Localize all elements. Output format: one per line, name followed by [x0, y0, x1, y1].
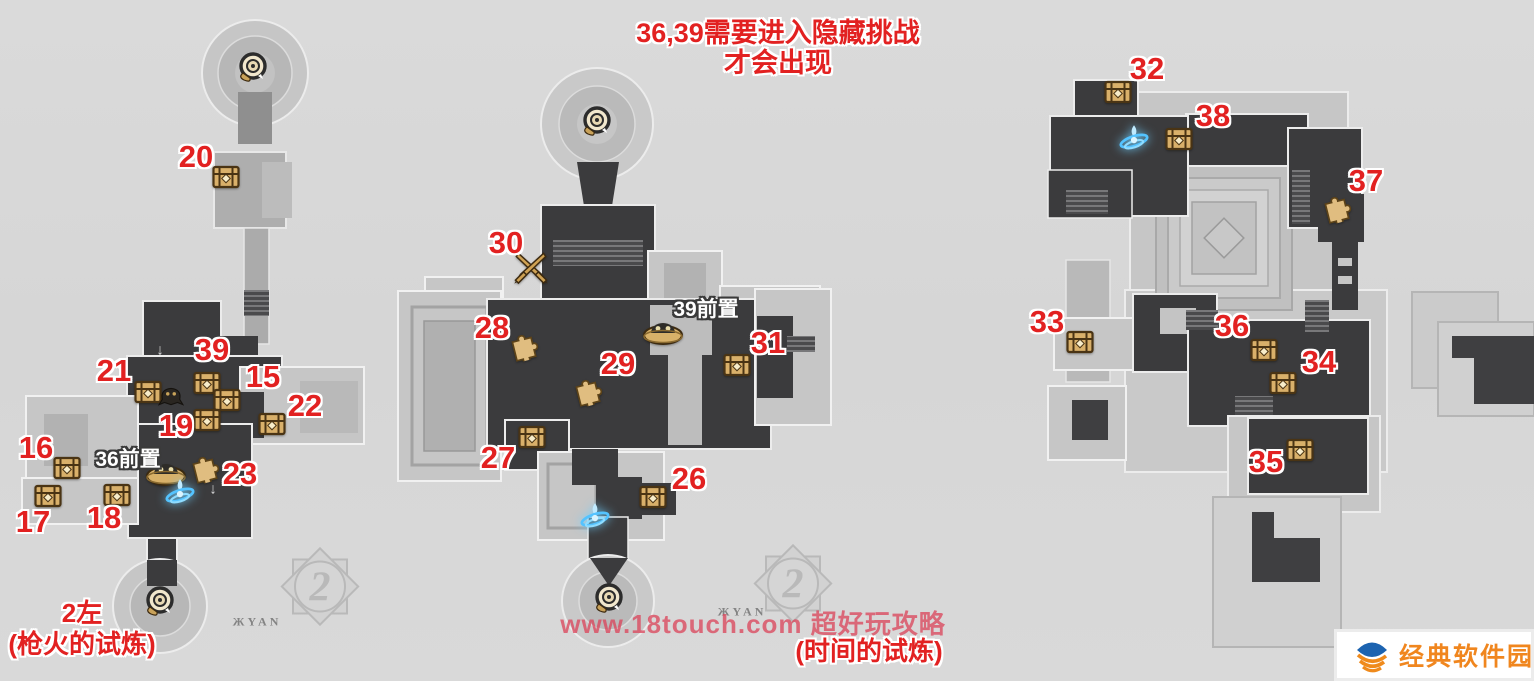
- map-label: 20: [178, 139, 214, 174]
- chest-icon: [1250, 338, 1278, 362]
- trial-left-line1: 2左: [61, 598, 103, 628]
- chest-icon: [639, 485, 667, 509]
- map-label: 15: [245, 359, 281, 394]
- map-label: 32: [1129, 51, 1165, 86]
- chest-icon: [212, 165, 240, 189]
- site-logo-text: 经典软件园: [1399, 643, 1534, 671]
- teleport-icon: [590, 579, 628, 617]
- map-script-glyph: ЖYAN: [232, 614, 282, 629]
- chest-icon: [53, 456, 81, 480]
- map-label: 19: [158, 408, 194, 443]
- hidden-challenge-line1: 36,39需要进入隐藏挑战: [636, 18, 920, 48]
- map-label: 22: [287, 388, 323, 423]
- chest-icon: [258, 412, 286, 436]
- enemy-icon: [157, 385, 185, 407]
- chest-icon: [103, 483, 131, 507]
- map-label: 35: [1248, 444, 1284, 479]
- portal-icon: [161, 474, 199, 512]
- map-label: 17: [15, 504, 51, 539]
- hidden-challenge-line2: 才会出现: [723, 48, 832, 78]
- map-label: 21: [96, 353, 132, 388]
- chest-icon: [723, 353, 751, 377]
- teleport-icon: [578, 102, 616, 140]
- map-label: 36前置: [95, 448, 161, 471]
- chest-icon: [518, 425, 546, 449]
- globe-icon: [1351, 634, 1393, 676]
- map-label: 39前置: [673, 298, 739, 321]
- trotter-icon: [144, 455, 188, 489]
- portal-icon: [1115, 120, 1153, 158]
- map-label: 33: [1029, 304, 1065, 339]
- arrow-icon: ↓: [156, 341, 164, 359]
- teleport-icon: [234, 48, 272, 86]
- map-script-glyph: ЖYAN: [717, 604, 767, 619]
- chest-icon: [1104, 80, 1132, 104]
- chest-icon: [1066, 330, 1094, 354]
- map-label: 27: [480, 440, 516, 475]
- watermark: www.18touch.com 超好玩攻略: [560, 609, 946, 639]
- chest-icon: [1165, 127, 1193, 151]
- sun-emblem: 2: [274, 541, 366, 638]
- chest-icon: [213, 388, 241, 412]
- chest-icon: [193, 371, 221, 395]
- hidden-challenge-note: 36,39需要进入隐藏挑战 才会出现: [636, 18, 920, 78]
- chest-icon: [1286, 438, 1314, 462]
- map-label: 38: [1195, 98, 1231, 133]
- map-label: 31: [750, 325, 786, 360]
- trial-label-time: (时间的试炼): [795, 636, 943, 666]
- chest-icon: [134, 380, 162, 404]
- teleport-icon: [141, 582, 179, 620]
- portal-icon: [576, 498, 614, 536]
- arrow-icon: ↓: [209, 480, 217, 498]
- map-label: 34: [1301, 344, 1337, 379]
- map-label: 26: [671, 461, 707, 496]
- map-label: 37: [1348, 163, 1384, 198]
- map-label: 36: [1214, 308, 1250, 343]
- map-label: 16: [18, 430, 54, 465]
- map-label: 28: [474, 310, 510, 345]
- chest-icon: [193, 408, 221, 432]
- trial-label-gunfire: 2左 (枪火的试炼): [0, 598, 166, 660]
- chest-icon: [1269, 371, 1297, 395]
- map-label: 30: [488, 225, 524, 260]
- chest-icon: [34, 484, 62, 508]
- site-logo[interactable]: 经典软件园: [1334, 629, 1534, 681]
- map-label: 39: [194, 332, 230, 367]
- challenge-icon: [510, 248, 552, 286]
- map-label: 29: [600, 346, 636, 381]
- trotter-icon: [641, 314, 685, 348]
- sun-emblem: 2: [747, 538, 839, 635]
- map-label: 18: [86, 500, 122, 535]
- trial-left-line2: (枪火的试炼): [8, 629, 156, 659]
- map-label: 23: [222, 456, 258, 491]
